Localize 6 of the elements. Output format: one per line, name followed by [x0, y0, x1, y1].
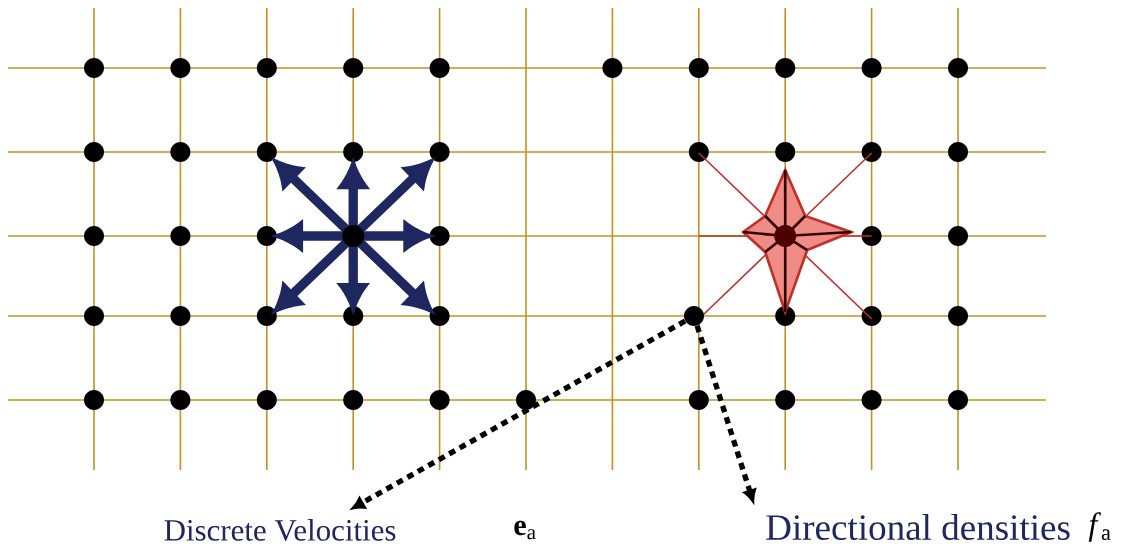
- dotted-arrow: [352, 318, 687, 510]
- symbol-label: e$_{a}$: [514, 520, 536, 540]
- caption-text: Directional densities: [766, 513, 1070, 541]
- lattice-point: [684, 306, 704, 326]
- caption-text: Discrete Velocities: [164, 519, 396, 541]
- symbol-label: f$_{a}$: [1088, 512, 1111, 542]
